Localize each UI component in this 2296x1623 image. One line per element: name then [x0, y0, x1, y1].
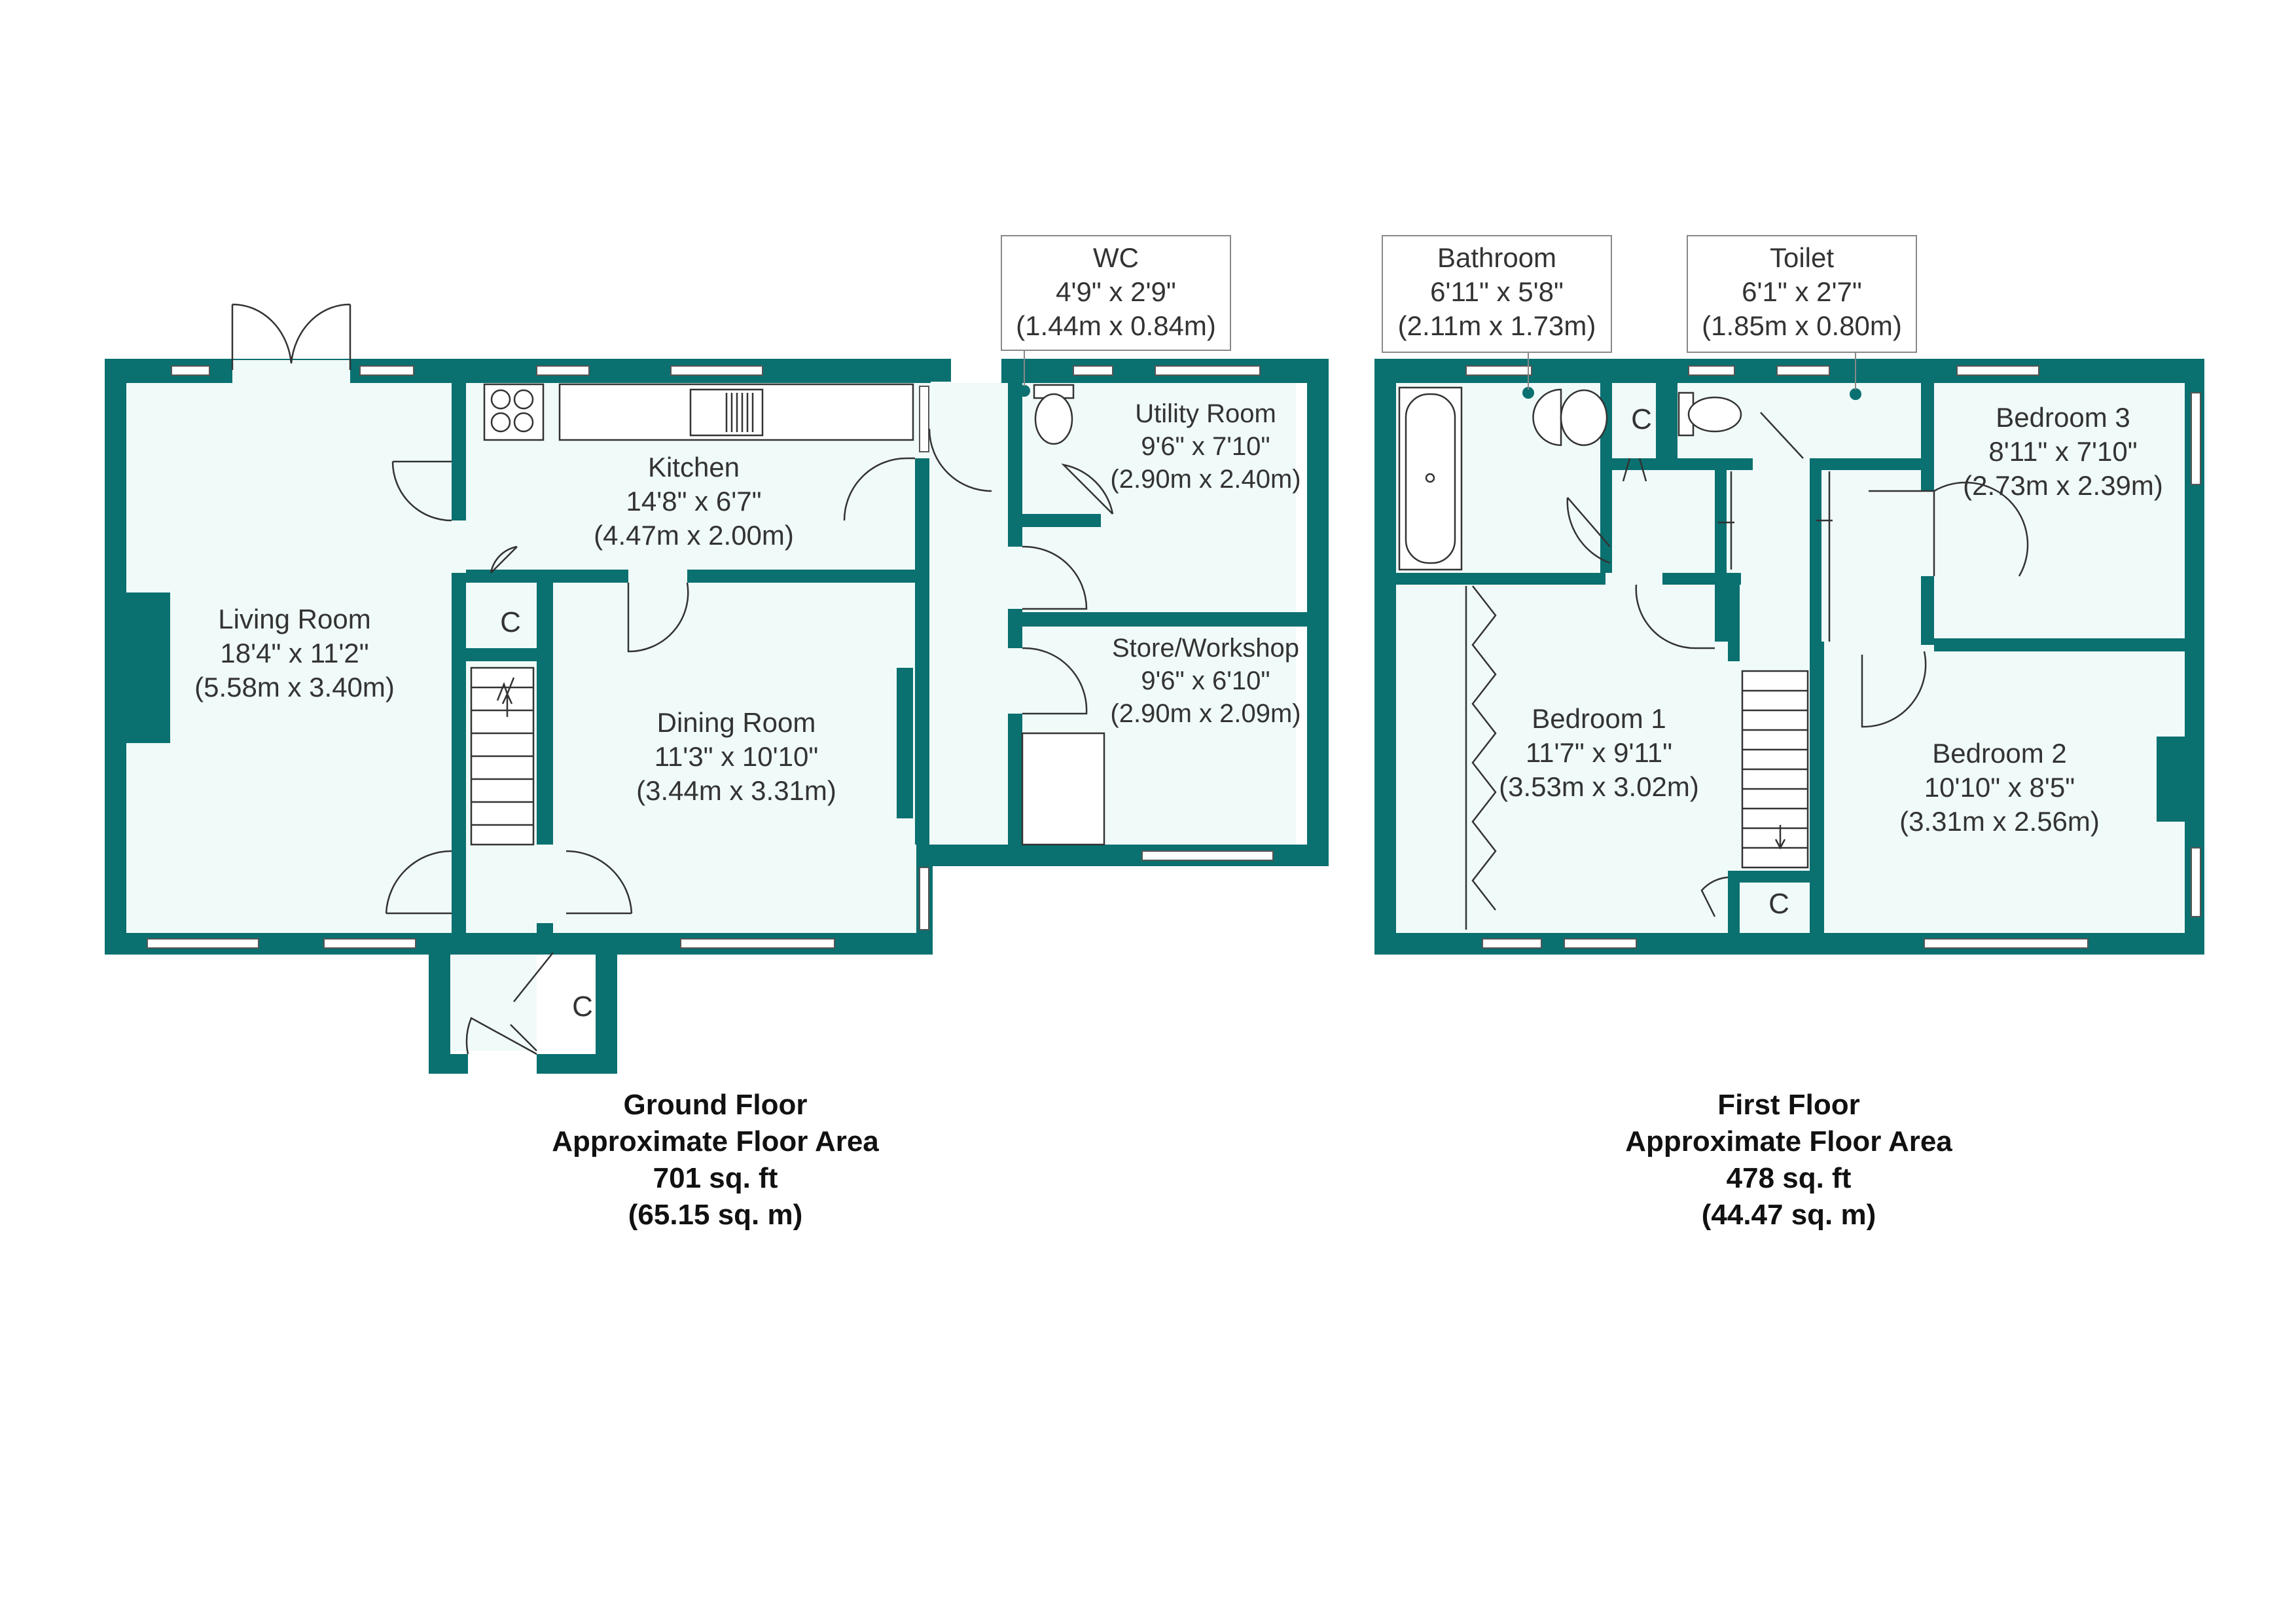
bedroom-1-name: Bedroom 1	[1532, 703, 1666, 734]
first-floor-sqm: (44.47 sq. m)	[1702, 1199, 1876, 1231]
wc-name: WC	[1093, 242, 1139, 273]
bathroom-imperial: 6'11" x 5'8"	[1430, 276, 1564, 307]
bedroom-1-imperial: 11'7" x 9'11"	[1526, 737, 1672, 768]
first-stairs	[1718, 471, 1833, 869]
kitchen-imperial: 14'8" x 6'7"	[626, 486, 762, 517]
toilet-imperial: 6'1" x 2'7"	[1742, 276, 1862, 307]
first-floor-toilet	[1677, 388, 1861, 437]
bathroom-label: Bathroom 6'11" x 5'8" (2.11m x 1.73m)	[1382, 235, 1612, 390]
bath	[1398, 386, 1463, 571]
ground-floor-sqft: 701 sq. ft	[653, 1162, 778, 1194]
ground-floor-summary: Ground Floor Approximate Floor Area 701 …	[552, 1089, 879, 1231]
first-cupboard-2: C	[1768, 888, 1789, 920]
living-room-imperial: 18'4" x 11'2"	[220, 638, 368, 668]
utility-room-imperial: 9'6" x 7'10"	[1141, 432, 1270, 461]
first-floor-subtitle: Approximate Floor Area	[1625, 1125, 1952, 1158]
ground-cupboard-2: C	[572, 991, 593, 1023]
toilet-metric: (1.85m x 0.80m)	[1702, 310, 1902, 341]
kitchen-name: Kitchen	[648, 452, 740, 483]
store-workshop-imperial: 9'6" x 6'10"	[1141, 666, 1270, 695]
dining-room-imperial: 11'3" x 10'10"	[655, 741, 819, 772]
wc-metric: (1.44m x 0.84m)	[1016, 310, 1216, 341]
ground-floor-title: Ground Floor	[623, 1089, 807, 1121]
dining-room-metric: (3.44m x 3.31m)	[636, 775, 836, 806]
ground-cupboard-1: C	[500, 606, 521, 638]
kitchen-units	[483, 383, 914, 441]
bedroom-2-metric: (3.31m x 2.56m)	[1899, 806, 2100, 837]
bedroom-2-imperial: 10'10" x 8'5"	[1924, 772, 2075, 803]
dining-room-name: Dining Room	[657, 707, 816, 738]
toilet-name: Toilet	[1770, 242, 1834, 273]
wc-imperial: 4'9" x 2'9"	[1056, 276, 1176, 307]
bedroom-3-name: Bedroom 3	[1996, 402, 2130, 433]
store-workshop-name: Store/Workshop	[1112, 634, 1299, 663]
utility-room-metric: (2.90m x 2.40m)	[1110, 465, 1300, 494]
first-floor-sqft: 478 sq. ft	[1727, 1162, 1852, 1194]
basin	[1522, 387, 1608, 447]
ground-floor-subtitle: Approximate Floor Area	[552, 1125, 879, 1158]
living-room-metric: (5.58m x 3.40m)	[194, 672, 395, 702]
bedroom-2-name: Bedroom 2	[1932, 738, 2066, 769]
first-floor-title: First Floor	[1717, 1089, 1860, 1121]
store-workshop-metric: (2.90m x 2.09m)	[1110, 699, 1300, 728]
bedroom-1-metric: (3.53m x 3.02m)	[1499, 771, 1699, 802]
wc-label: WC 4'9" x 2'9" (1.44m x 0.84m)	[1001, 235, 1231, 386]
living-room-name: Living Room	[218, 604, 370, 634]
kitchen-metric: (4.47m x 2.00m)	[594, 520, 794, 551]
ground-floor-plan	[105, 303, 1329, 1074]
wc-toilet	[1018, 384, 1075, 445]
ground-floor-sqm: (65.15 sq. m)	[628, 1199, 803, 1231]
first-cupboard-1: C	[1631, 403, 1652, 435]
bedroom-3-imperial: 8'11" x 7'10"	[1988, 436, 2137, 467]
bathroom-metric: (2.11m x 1.73m)	[1398, 310, 1596, 341]
toilet-label: Toilet 6'1" x 2'7" (1.85m x 0.80m)	[1687, 235, 1917, 390]
ground-stairs	[470, 666, 535, 846]
utility-room-name: Utility Room	[1135, 399, 1276, 428]
bedroom-3-metric: (2.73m x 2.39m)	[1963, 470, 2163, 501]
first-floor-plan	[1374, 359, 2204, 955]
bathroom-name: Bathroom	[1437, 242, 1556, 273]
first-floor-summary: First Floor Approximate Floor Area 478 s…	[1625, 1089, 1952, 1231]
